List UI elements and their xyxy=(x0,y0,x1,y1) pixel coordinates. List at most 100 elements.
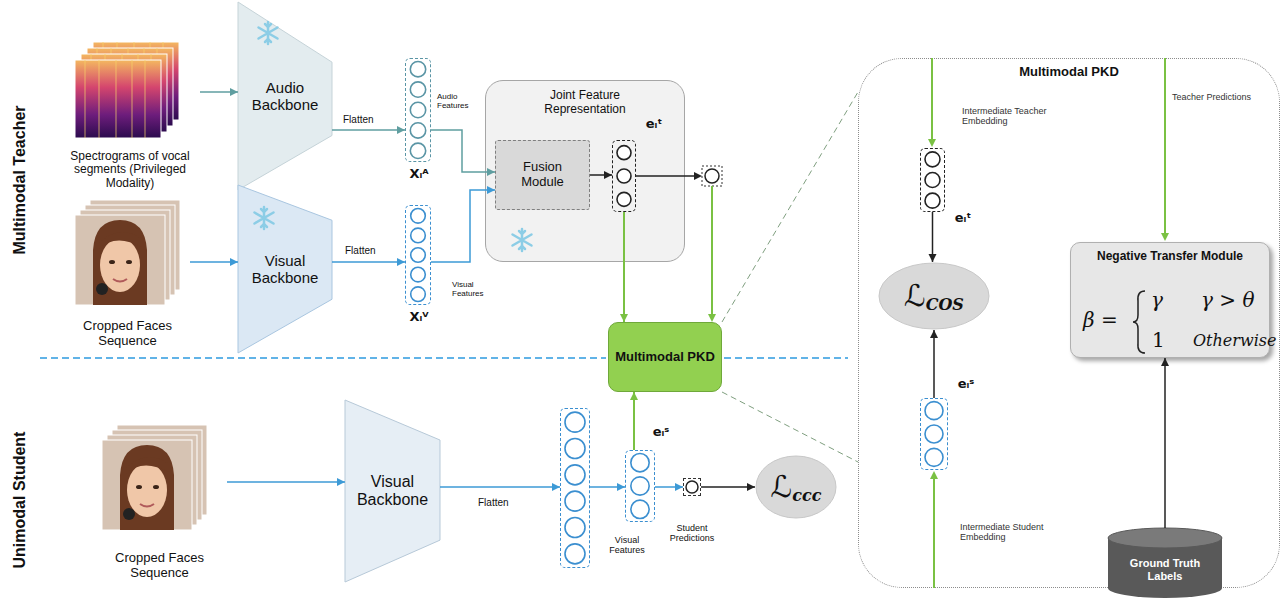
node-text: ℒ xyxy=(771,470,793,505)
node-text: Visual Backbone xyxy=(349,473,436,510)
node-text: Otherwise xyxy=(1193,332,1276,350)
loss-ellipse xyxy=(879,263,989,329)
arrow-head xyxy=(552,483,560,491)
connector-line xyxy=(932,212,934,262)
decor-use xyxy=(93,42,179,120)
connector xyxy=(620,212,628,322)
feature-vector: Xᵢⱽ xyxy=(405,205,431,305)
connector xyxy=(440,483,560,491)
node-text: Multimodal PKD xyxy=(615,350,715,365)
arrow-head xyxy=(230,258,238,266)
connector xyxy=(332,126,405,134)
decor-use xyxy=(102,440,192,530)
vector-unit xyxy=(925,402,943,420)
decor-polygon xyxy=(708,314,716,322)
vector-unit xyxy=(565,439,585,459)
decor-use xyxy=(75,60,161,138)
vector-unit xyxy=(631,477,649,495)
node-text: eᵢˢ xyxy=(646,425,676,440)
input-figure: Cropped Faces Sequence xyxy=(92,425,227,585)
decor-use xyxy=(85,205,175,295)
annotation: Intermediate Teacher Embedding xyxy=(962,106,1087,127)
connector xyxy=(590,483,625,491)
vector-unit xyxy=(410,102,425,117)
backbone-trapezoid xyxy=(238,185,332,353)
arrow-head xyxy=(397,126,405,134)
connector-line xyxy=(1164,358,1166,528)
zoom-line xyxy=(722,92,858,462)
connector xyxy=(1161,358,1169,528)
loss-ellipse xyxy=(756,456,836,518)
annotation: Teacher Predictions xyxy=(1172,92,1262,102)
decor-polygon xyxy=(930,471,938,479)
vector-unit xyxy=(410,82,425,97)
vector-unit xyxy=(565,465,585,485)
node-text: ccc xyxy=(792,487,821,505)
vector-unit xyxy=(617,146,631,160)
database-cylinder: Ground Truth Labels xyxy=(1108,528,1222,598)
cylinder-top xyxy=(1108,528,1222,548)
connector-line xyxy=(701,486,755,488)
connector-line xyxy=(633,392,635,450)
node-text: Negative Transfer Module xyxy=(1071,250,1269,264)
vector-unit xyxy=(925,425,943,443)
backbone-trapezoid: Visual Backbone xyxy=(238,185,332,353)
node-text: 1 xyxy=(1152,329,1165,352)
arrow-head xyxy=(929,254,937,262)
detail-panel: Multimodal PKDeᵢᵗℒCOSeᵢˢNegative Transfe… xyxy=(858,58,1280,588)
node-text: Xᵢⱽ xyxy=(400,310,438,325)
connector xyxy=(655,483,683,491)
arrow-head xyxy=(230,88,238,96)
node-text: γ > θ xyxy=(1201,289,1254,312)
arrow-head xyxy=(675,483,683,491)
connector xyxy=(190,258,238,266)
vector-unit xyxy=(631,454,649,472)
node-text: Spectrograms of vocal segments (Privileg… xyxy=(68,150,193,191)
backbone-trapezoid xyxy=(345,400,440,582)
node-text: Fusion Module xyxy=(500,160,585,190)
connector-line xyxy=(431,190,495,262)
arrow-head xyxy=(617,483,625,491)
frozen-icon xyxy=(255,22,532,251)
decor-line xyxy=(931,58,933,139)
arrow-head xyxy=(487,186,495,194)
embedding-vector: eᵢᵗ xyxy=(920,148,945,212)
node-text: β = xyxy=(1083,309,1118,332)
node-text: eᵢᵗ xyxy=(948,211,978,226)
connector-line xyxy=(655,486,683,488)
arrow-head xyxy=(604,171,612,179)
arrow-head xyxy=(930,330,938,338)
vector-unit xyxy=(411,267,426,282)
node-outline xyxy=(921,399,947,469)
backbone-trapezoid: Visual Backbone xyxy=(345,400,440,582)
vector-unit xyxy=(565,544,585,564)
vector-unit xyxy=(411,287,426,302)
divider-line xyxy=(40,357,848,359)
node-outline xyxy=(406,59,430,161)
decor-use xyxy=(80,210,170,300)
connector-line xyxy=(200,91,238,93)
edge-label: Visual Features xyxy=(452,280,496,298)
connector xyxy=(332,258,405,266)
edge-label: Flatten xyxy=(343,114,374,126)
vector-unit xyxy=(925,152,940,167)
embedding-vector: eᵢᵗ xyxy=(612,140,636,212)
decor-use xyxy=(259,22,278,44)
edge-label: Audio Features xyxy=(437,92,479,110)
vector-unit xyxy=(925,173,940,188)
spectrogram-stack xyxy=(75,42,179,138)
decor-line xyxy=(722,392,858,462)
decor-line xyxy=(636,175,694,177)
decor-rect xyxy=(702,166,722,186)
node-text: Cropped Faces Sequence xyxy=(69,319,186,349)
annotation: Intermediate Student Embedding xyxy=(960,522,1070,543)
arrow-head xyxy=(747,483,755,491)
group-box: Joint Feature RepresentationFusion Modul… xyxy=(485,80,685,262)
vector-unit xyxy=(410,123,425,138)
vector-unit xyxy=(411,228,426,243)
node-text: Xᵢᴬ xyxy=(400,167,438,182)
vector-unit xyxy=(565,491,585,511)
brace xyxy=(1133,291,1145,353)
node-text: Multimodal PKD xyxy=(1019,65,1119,80)
